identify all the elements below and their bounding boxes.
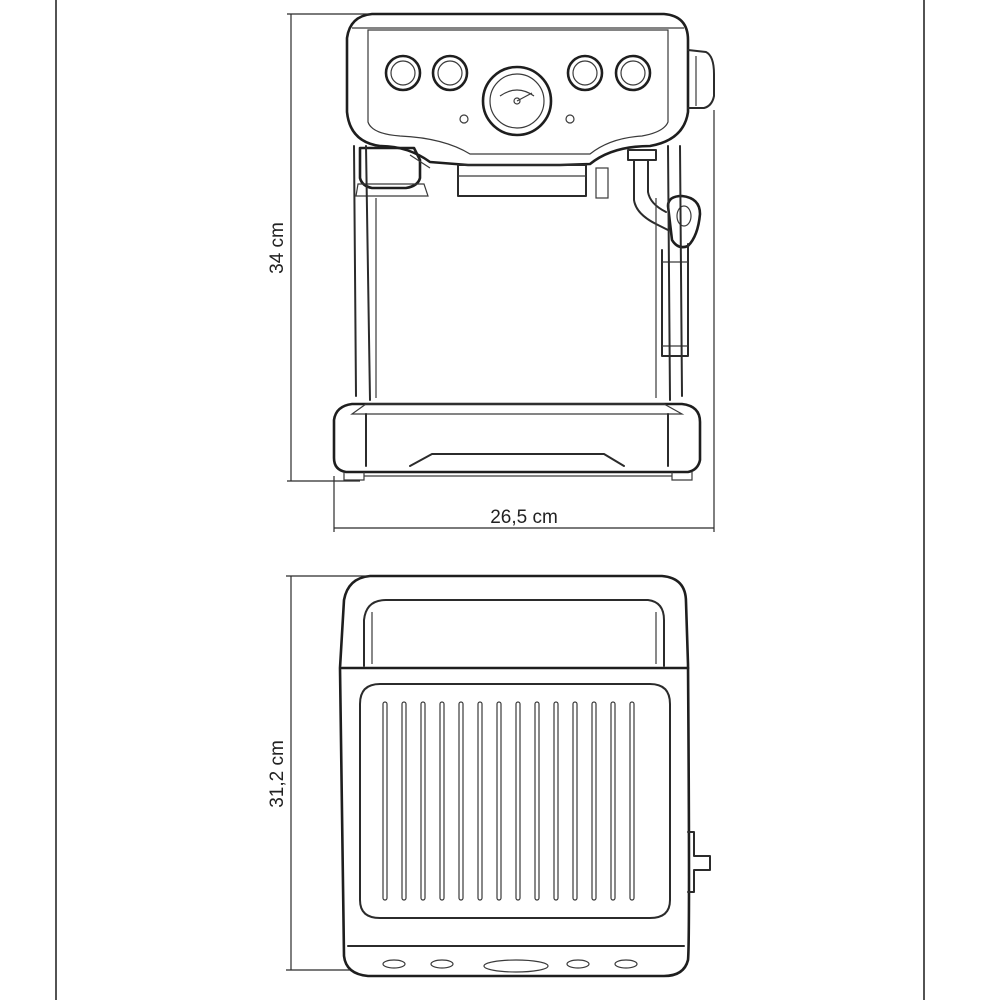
portafilter-basket [355, 183, 429, 197]
portafilter-group-head [358, 146, 422, 190]
drip-tray-grip [409, 453, 625, 467]
width-label: 26,5 cm [490, 507, 558, 528]
top-panel-inner-edge [367, 29, 669, 155]
vent-slot [629, 701, 635, 901]
dimension-height-34cm: 34 cm [267, 13, 370, 482]
vent-slot [496, 701, 502, 901]
water-tank-slot [457, 164, 587, 197]
button-3-icon [566, 54, 604, 92]
vent-slot [382, 701, 388, 901]
vent-grille-panel [359, 683, 671, 919]
vent-slot [572, 701, 578, 901]
steam-wand-tube [661, 243, 689, 357]
front-nub-3 [566, 959, 590, 969]
drip-tray-base [332, 402, 702, 474]
button-2-ring [437, 60, 463, 86]
vent-slot [591, 701, 597, 901]
button-3-ring [572, 60, 598, 86]
button-4-icon [614, 54, 652, 92]
button-1-ring [390, 60, 416, 86]
right-body-column [667, 145, 683, 401]
vent-slot [477, 701, 483, 901]
steam-wand-handle-loop [666, 194, 702, 249]
steam-wand-upper [633, 159, 669, 231]
front-nub-1 [382, 959, 406, 969]
vent-slot [553, 701, 559, 901]
side-knob-top-view [687, 831, 711, 893]
top-view-outline [338, 574, 691, 978]
top-view-espresso-machine [338, 574, 711, 978]
vent-slot [515, 701, 521, 901]
vent-slots [382, 701, 635, 901]
front-nub-2 [430, 959, 454, 969]
button-4-ring [620, 60, 646, 86]
side-knob-right [687, 49, 715, 109]
vent-slot [610, 701, 616, 901]
button-1-icon [384, 54, 422, 92]
front-view-espresso-machine [332, 12, 715, 481]
vent-slot [420, 701, 426, 901]
steam-valve-block [595, 167, 609, 199]
vent-slot [439, 701, 445, 901]
pressure-gauge-pivot [513, 97, 521, 105]
button-2-icon [431, 54, 469, 92]
drip-tray-lip [365, 413, 669, 467]
pressure-gauge-icon [481, 65, 553, 137]
left-body-column [353, 145, 371, 401]
dimension-width-26-5cm: 26,5 cm [333, 110, 715, 532]
cup-warmer-rail [363, 599, 665, 667]
indicator-light-left [459, 114, 469, 124]
steam-wand-connector [627, 149, 657, 161]
vent-slot [458, 701, 464, 901]
indicator-light-right [565, 114, 575, 124]
steam-wand-handle-hole [676, 205, 692, 227]
vent-slot [401, 701, 407, 901]
vent-slot [534, 701, 540, 901]
front-nub-gauge [483, 959, 549, 973]
drip-tray-top-edge [350, 403, 685, 415]
height-label: 34 cm [267, 222, 288, 274]
depth-label: 31,2 cm [267, 740, 288, 808]
dimension-depth-31-2cm: 31,2 cm [267, 575, 370, 971]
portafilter-spout [409, 154, 431, 169]
front-nub-4 [614, 959, 638, 969]
pressure-gauge-scale [499, 89, 535, 97]
pressure-gauge-bezel [489, 73, 545, 129]
